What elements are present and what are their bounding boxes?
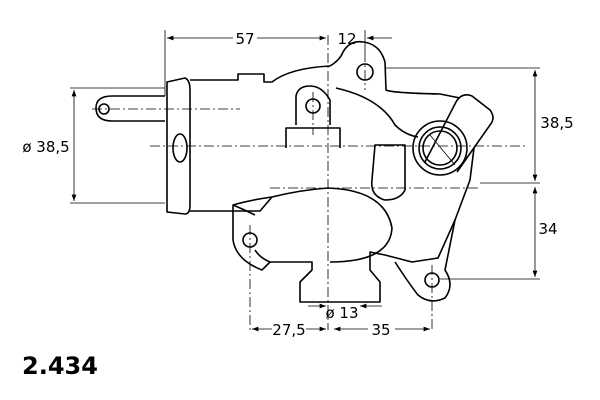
dimension-lines bbox=[70, 30, 540, 332]
dim-34: 34 bbox=[538, 220, 557, 238]
dim-35: 35 bbox=[371, 321, 390, 339]
dim-12: 12 bbox=[337, 30, 356, 48]
dim-diameter-13: ø 13 bbox=[325, 304, 358, 322]
dim-27-5: 27,5 bbox=[272, 321, 305, 339]
part-number: 2.434 bbox=[22, 352, 98, 380]
dimension-labels: 57 12 38,5 34 ø 38,5 ø 13 27,5 35 bbox=[22, 30, 573, 339]
center-lines bbox=[92, 35, 525, 330]
dim-38-5: 38,5 bbox=[540, 114, 573, 132]
dim-57: 57 bbox=[235, 30, 254, 48]
part-outline bbox=[95, 40, 494, 303]
dim-diameter-38-5: ø 38,5 bbox=[22, 138, 69, 156]
